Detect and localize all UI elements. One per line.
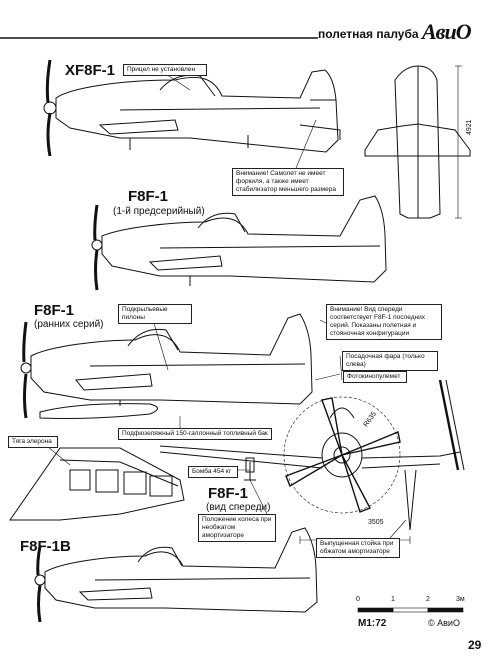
section-title: полетная палуба (318, 27, 419, 41)
scale-tick-3: 3м (456, 596, 465, 603)
scale-ratio: М1:72 (358, 618, 387, 629)
scale-tick-1: 1 (391, 596, 395, 603)
callout-wheel-position: Положение колеса при необжатом амортизат… (198, 514, 276, 542)
magazine-logo: АвиО (422, 19, 472, 44)
scale-tick-2: 2 (426, 596, 430, 603)
dimension-span-front: 3505 (368, 519, 384, 526)
model-label-f8f1-pre: F8F-1 (128, 188, 169, 205)
aileron-detail-view (9, 447, 185, 521)
callout-strut: Выпущенная стойка при обжатом амортизато… (316, 538, 400, 558)
callout-bomb: Бомба 454 кг (188, 466, 238, 478)
callout-fork-note: Внимание! Самолет не имеет форкиля, а та… (232, 168, 344, 196)
model-label-f8f1-early: F8F-1 (34, 302, 75, 319)
model-sub-f8f1-pre: (1-й предсерийный) (113, 206, 205, 217)
model-label-xf8f1: XF8F-1 (65, 62, 116, 79)
model-sub-f8f1-early: (ранних серий) (34, 319, 104, 330)
copyright: © АвиО (428, 618, 460, 628)
model-label-f8f1-front: F8F-1 (208, 485, 249, 502)
callout-landing-light: Посадочная фара (только слева) (342, 351, 438, 371)
xf8f1-tail-top-view (364, 65, 471, 219)
belly-tank-shape (39, 403, 158, 419)
page-number: 29 (468, 638, 482, 652)
callout-front-note: Внимание! Вид спереди соответствует F8F-… (326, 304, 442, 340)
callout-gun-camera: Фотокинопулемет (343, 371, 407, 383)
f8f1-front-view (159, 379, 465, 544)
callout-aileron-rod: Тяга элерона (8, 436, 58, 448)
scale-bar (357, 607, 464, 613)
callout-belly-tank: Подфюзеляжный 150-галлонный топливный ба… (118, 428, 272, 440)
xf8f1-side-view (43, 59, 341, 157)
f8f1b-side-view (34, 527, 318, 623)
model-sub-f8f1-front: (вид спереди) (206, 502, 271, 513)
callout-pylons: Подкрыльевые пилоны (118, 304, 192, 324)
scale-tick-0: 0 (356, 596, 360, 603)
f8f1-pre-side-view (91, 195, 387, 291)
callout-sight: Прицел не установлен (123, 64, 207, 76)
dimension-label-xf8f1: 4921 (466, 119, 473, 135)
model-label-f8f1b: F8F-1B (20, 538, 71, 555)
f8f1-early-side-view (20, 313, 313, 419)
